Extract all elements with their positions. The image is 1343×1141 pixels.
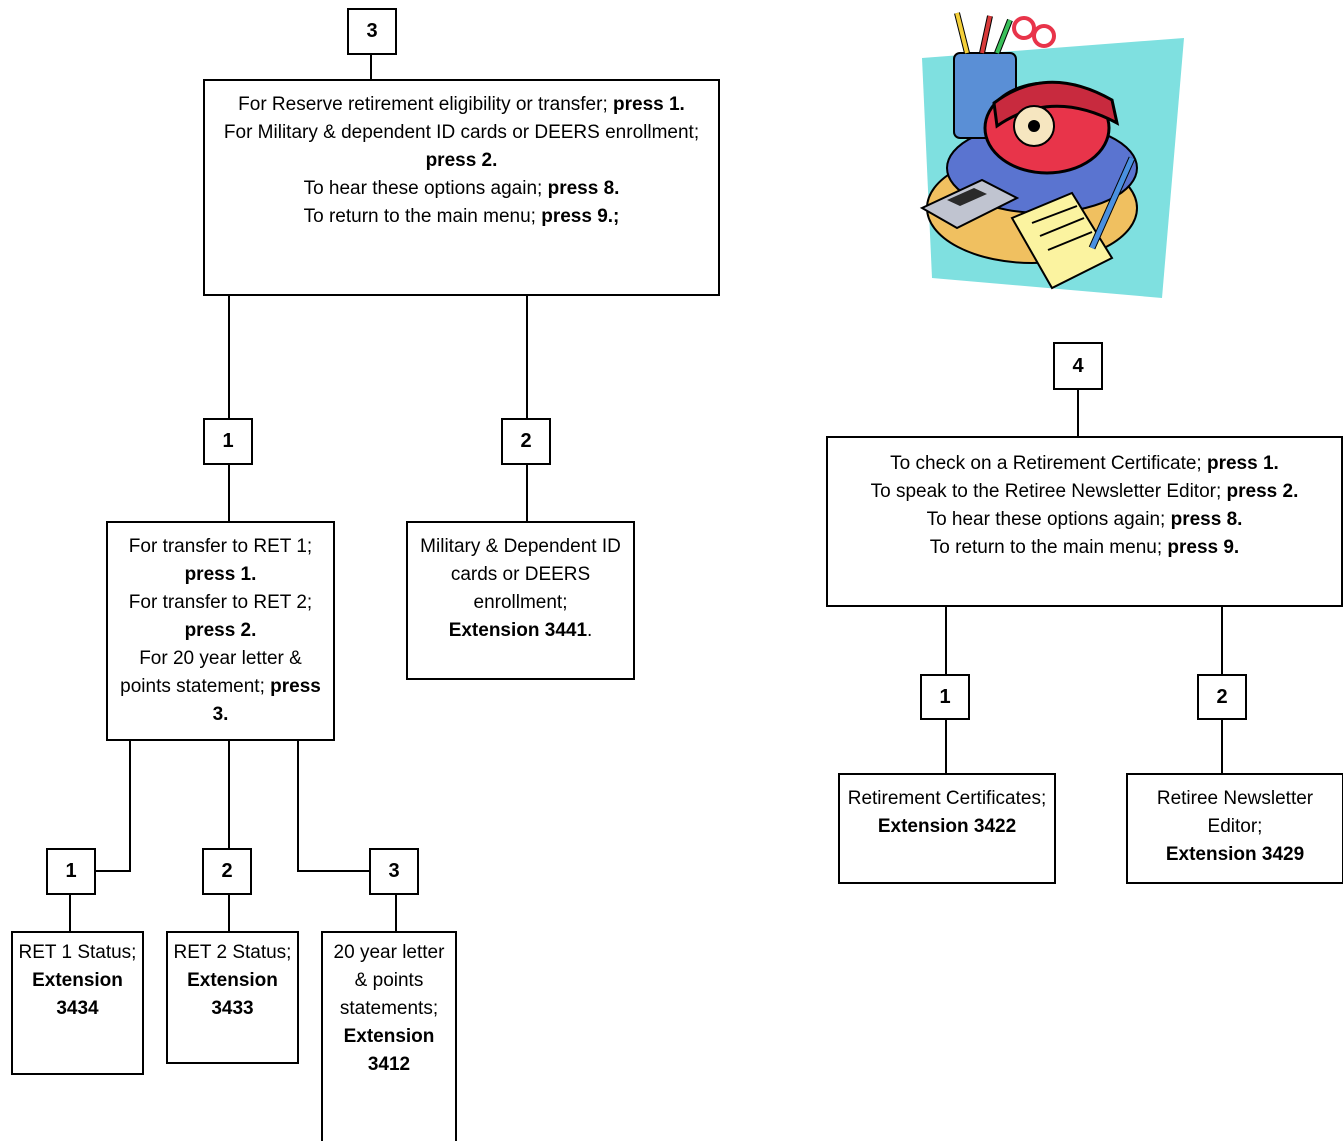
twenty-year-letter-box: 20 year letter & points statements; Exte… — [321, 931, 457, 1141]
menu4-line-3: To hear these options again; press 8. — [926, 509, 1243, 530]
menu3-line-3: To hear these options again; press 8. — [303, 178, 620, 199]
menu4-line-4: To return to the main menu; press 9. — [929, 537, 1240, 558]
option1-line-3: For 20 year letter & points statement; p… — [120, 648, 321, 725]
retiree-newsletter-editor-box: Retiree Newsletter Editor; Extension 342… — [1126, 773, 1343, 884]
menu3-option2-box: Military & Dependent ID cards or DEERS e… — [406, 521, 635, 680]
retirement-certificates-box: Retirement Certificates; Extension 3422 — [838, 773, 1056, 884]
menu4-line-1: To check on a Retirement Certificate; pr… — [890, 453, 1279, 474]
menu3-options-box: For Reserve retirement eligibility or tr… — [203, 79, 720, 296]
option1-line-1: For transfer to RET 1; press 1. — [128, 536, 313, 585]
menu4-line-2: To speak to the Retiree Newsletter Edito… — [870, 481, 1299, 502]
option2-label: Military & Dependent ID cards or DEERS e… — [420, 536, 621, 613]
menu3-line-4: To return to the main menu; press 9.; — [303, 206, 620, 227]
menu3-number-box: 3 — [347, 8, 397, 55]
desk-telephone-clipart-icon — [919, 12, 1184, 298]
menu4-options-box: To check on a Retirement Certificate; pr… — [826, 436, 1343, 607]
option1-line-2: For transfer to RET 2; press 2. — [128, 592, 313, 641]
menu4-option1-number-box: 1 — [920, 674, 970, 720]
menu3-line-1: For Reserve retirement eligibility or tr… — [238, 94, 685, 115]
option1-sub1-number-box: 1 — [46, 848, 96, 895]
menu3-option2-number-box: 2 — [501, 418, 551, 465]
ret1-status-box: RET 1 Status; Extension 3434 — [11, 931, 144, 1075]
menu3-option1-number-box: 1 — [203, 418, 253, 465]
menu3-line-2: For Military & dependent ID cards or DEE… — [223, 122, 700, 171]
option1-sub2-number-box: 2 — [202, 848, 252, 895]
ret2-status-box: RET 2 Status; Extension 3433 — [166, 931, 299, 1064]
menu3-option1-box: For transfer to RET 1; press 1. For tran… — [106, 521, 335, 741]
option2-extension: Extension 3441. — [448, 620, 593, 641]
option1-sub3-number-box: 3 — [369, 848, 419, 895]
menu4-option2-number-box: 2 — [1197, 674, 1247, 720]
menu4-number-box: 4 — [1053, 342, 1103, 390]
